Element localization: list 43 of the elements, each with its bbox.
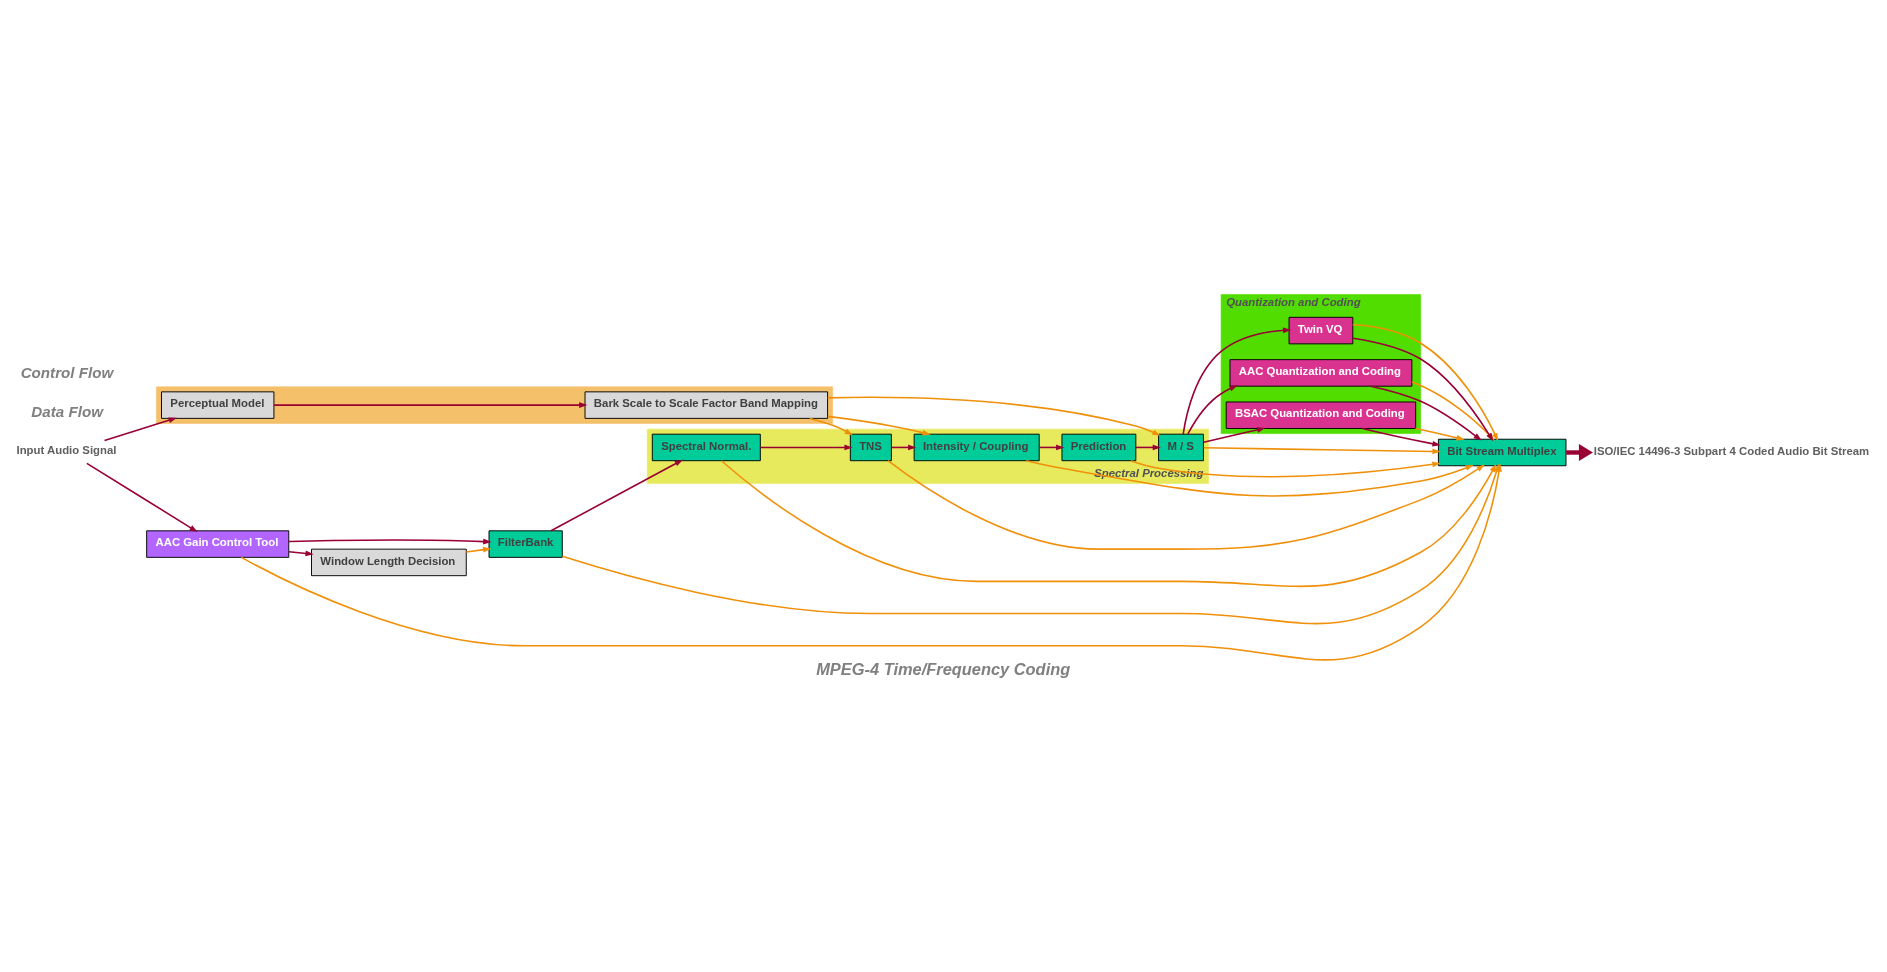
node-text: Input Audio Signal — [16, 443, 117, 456]
node-box: BSAC Quantization and Coding — [1225, 401, 1417, 429]
node-box: Bit Stream Multiplex — [1437, 438, 1567, 466]
arrow — [1414, 427, 1465, 441]
arrow — [887, 459, 1485, 550]
arrow — [826, 396, 1161, 436]
arrow — [827, 415, 931, 436]
node-box: Bark Scale to Scale Factor Band Mapping — [584, 390, 829, 419]
node-box: AAC Gain Control Tool — [146, 529, 290, 558]
arrow — [1411, 380, 1495, 441]
arrow — [1202, 446, 1441, 454]
arrow — [465, 546, 492, 553]
arrow — [1187, 384, 1238, 435]
label: Control Flow — [20, 363, 114, 381]
node-box: TNS — [849, 433, 892, 461]
label: Data Flow — [31, 402, 103, 420]
arrow — [1130, 459, 1441, 477]
node-text: ISO/IEC 14496-3 Subpart 4 Coded Audio Bit Stream — [1593, 444, 1870, 457]
arrow — [1369, 384, 1482, 441]
arrow — [288, 538, 492, 544]
arrow — [1566, 443, 1593, 461]
arrow — [550, 459, 683, 532]
node-box: M / S — [1158, 433, 1204, 461]
arrow — [86, 462, 198, 532]
arrow — [1202, 426, 1266, 443]
node-box: FilterBank — [488, 529, 563, 558]
diagram-title: MPEG-4 Time/Frequency Coding — [816, 659, 1071, 678]
arrow — [1182, 326, 1292, 435]
arrow — [720, 459, 1497, 587]
node-box: Perceptual Model — [161, 390, 275, 419]
node-box: Intensity / Coupling — [913, 433, 1040, 461]
node-box: Prediction — [1061, 433, 1137, 461]
node-box: Window Length Decision — [311, 548, 467, 576]
arrow — [1361, 427, 1441, 447]
arrow — [759, 444, 853, 450]
arrow — [288, 550, 314, 556]
arrow — [103, 416, 177, 441]
node-box: Twin VQ — [1288, 316, 1354, 344]
arrow — [273, 401, 588, 408]
arrow — [809, 417, 853, 435]
node-box: Spectral Normal. — [651, 433, 761, 461]
node-box: AAC Quantization and Coding — [1229, 358, 1413, 387]
arrow — [1025, 459, 1474, 497]
